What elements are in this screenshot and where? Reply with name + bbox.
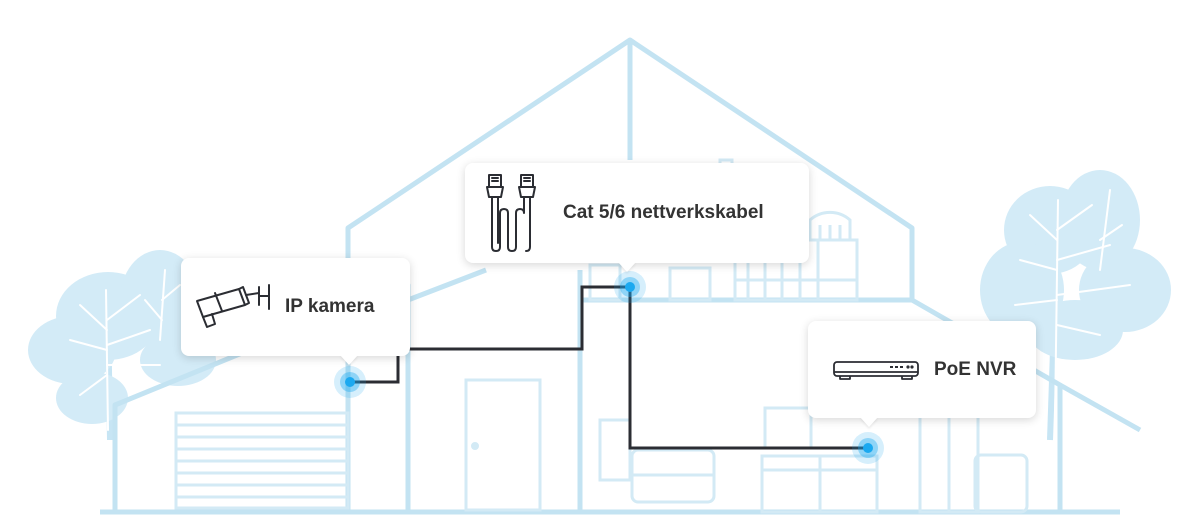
ip-camera-label: IP kamera [285,296,375,317]
cable-connection-point [614,271,646,303]
right-tree [980,170,1171,441]
nvr-connection-point [852,432,884,464]
callout-ip-camera: IP kamera [181,258,410,356]
ethernet-cable-icon [486,174,536,252]
house-details [174,158,1029,514]
network-cable [350,285,868,450]
camera-connection-point [334,366,366,398]
poe-nvr-label: PoE NVR [934,358,1017,380]
ip-camera-icon [196,284,270,328]
network-cable-label: Cat 5/6 nettverkskabel [563,202,764,223]
left-tree [28,250,216,441]
nvr-recorder-icon [833,360,919,380]
callout-network-cable: Cat 5/6 nettverkskabel [465,163,809,263]
callout-poe-nvr: PoE NVR [808,321,1036,418]
